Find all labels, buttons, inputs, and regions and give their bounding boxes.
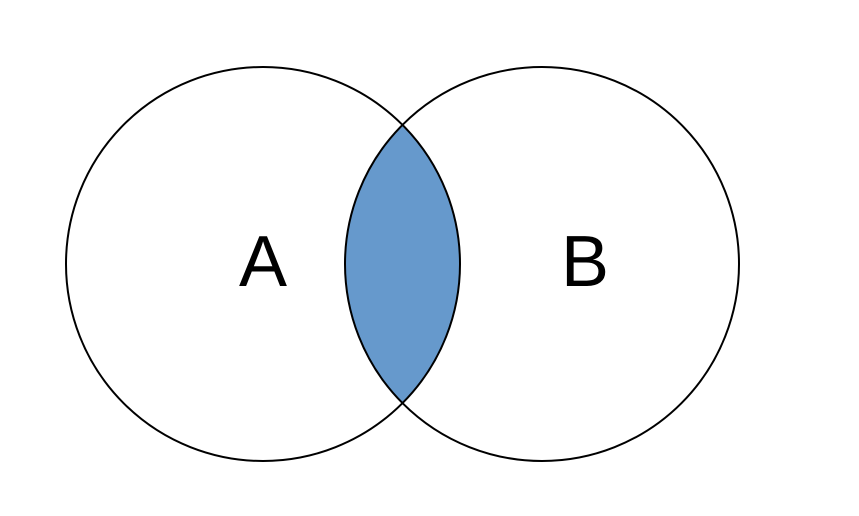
set-a-label: A — [239, 222, 287, 302]
set-a-circle — [65, 66, 461, 462]
set-b-label: B — [561, 222, 609, 302]
set-b-circle — [344, 66, 740, 462]
